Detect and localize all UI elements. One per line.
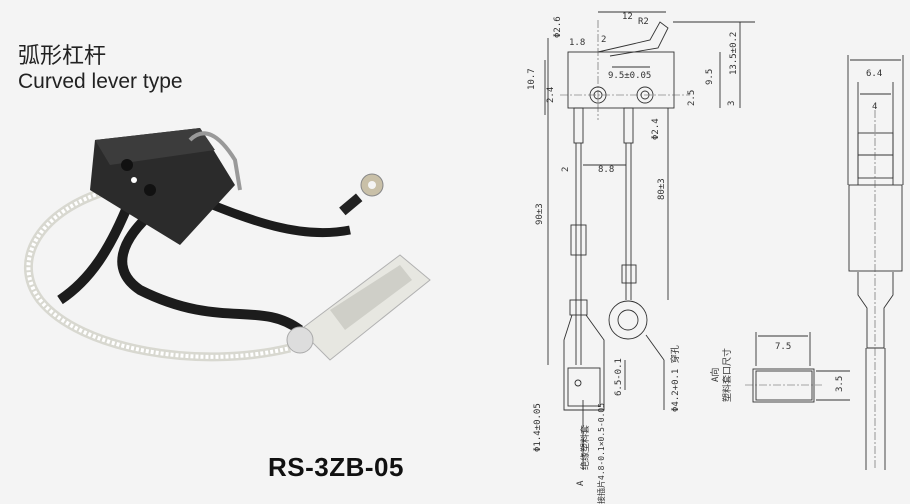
dim-lever-radius: R2 xyxy=(638,17,649,27)
dim-width-4: 4 xyxy=(872,102,877,112)
product-title-en: Curved lever type xyxy=(18,70,183,93)
switch-front-view xyxy=(560,20,690,120)
dim-wire-90: 90±3 xyxy=(535,203,545,225)
dim-ring-hole: Φ4.2+0.1 穿孔 xyxy=(669,345,681,412)
dimension-lines xyxy=(544,11,755,470)
dim-total-height: 13.5±0.2 xyxy=(729,32,739,75)
quick-connect-terminal xyxy=(286,254,431,361)
dim-8-8: 8.8 xyxy=(598,165,614,175)
dim-2: 2 xyxy=(601,35,606,45)
dim-10-7: 10.7 xyxy=(527,68,537,90)
dim-sleeve-width: 7.5 xyxy=(775,342,791,352)
dim-2-4: 2.4 xyxy=(546,87,556,103)
label-tab-spec: 接插片4.8-0.1×0.5-0.05 xyxy=(596,403,606,504)
label-view-a: A xyxy=(576,480,586,486)
white-braided-wire xyxy=(24,185,292,362)
product-title-cn: 弧形杠杆 xyxy=(18,44,107,69)
label-sleeve-size: 塑料套口尺寸 xyxy=(721,348,733,402)
dim-wire-80: 80±3 xyxy=(657,178,667,200)
model-number: RS-3ZB-05 xyxy=(268,452,404,482)
micro-switch-body xyxy=(90,128,242,245)
dim-lever-length: 12 xyxy=(622,12,633,22)
product-photo xyxy=(24,128,431,362)
label-insulation: 绝缘塑料套 xyxy=(579,425,591,470)
dim-hole-dia: Φ2.6 xyxy=(553,16,563,38)
black-wires xyxy=(57,195,351,335)
wires-and-terminals xyxy=(563,107,648,411)
side-view xyxy=(847,55,904,470)
dim-pitch: 9.5±0.05 xyxy=(608,71,651,81)
ring-terminal xyxy=(339,173,384,216)
sleeve-opening-view xyxy=(745,332,850,403)
dim-term-dia: Φ2.4 xyxy=(651,118,661,140)
dim-sleeve-height: 3.5 xyxy=(835,376,845,392)
dim-tab-6-5: 6.5-0.1 xyxy=(614,358,624,396)
dim-9-5: 9.5 xyxy=(705,69,715,85)
dim-1-8: 1.8 xyxy=(569,38,585,48)
dim-pin-dia: Φ1.4±0.05 xyxy=(533,403,543,452)
dim-2-5: 2.5 xyxy=(687,90,697,106)
dim-2b: 2 xyxy=(561,167,571,172)
dim-width-6-4: 6.4 xyxy=(866,69,882,79)
label-a-view: A向 xyxy=(709,368,721,382)
dim-3: 3 xyxy=(727,101,737,106)
